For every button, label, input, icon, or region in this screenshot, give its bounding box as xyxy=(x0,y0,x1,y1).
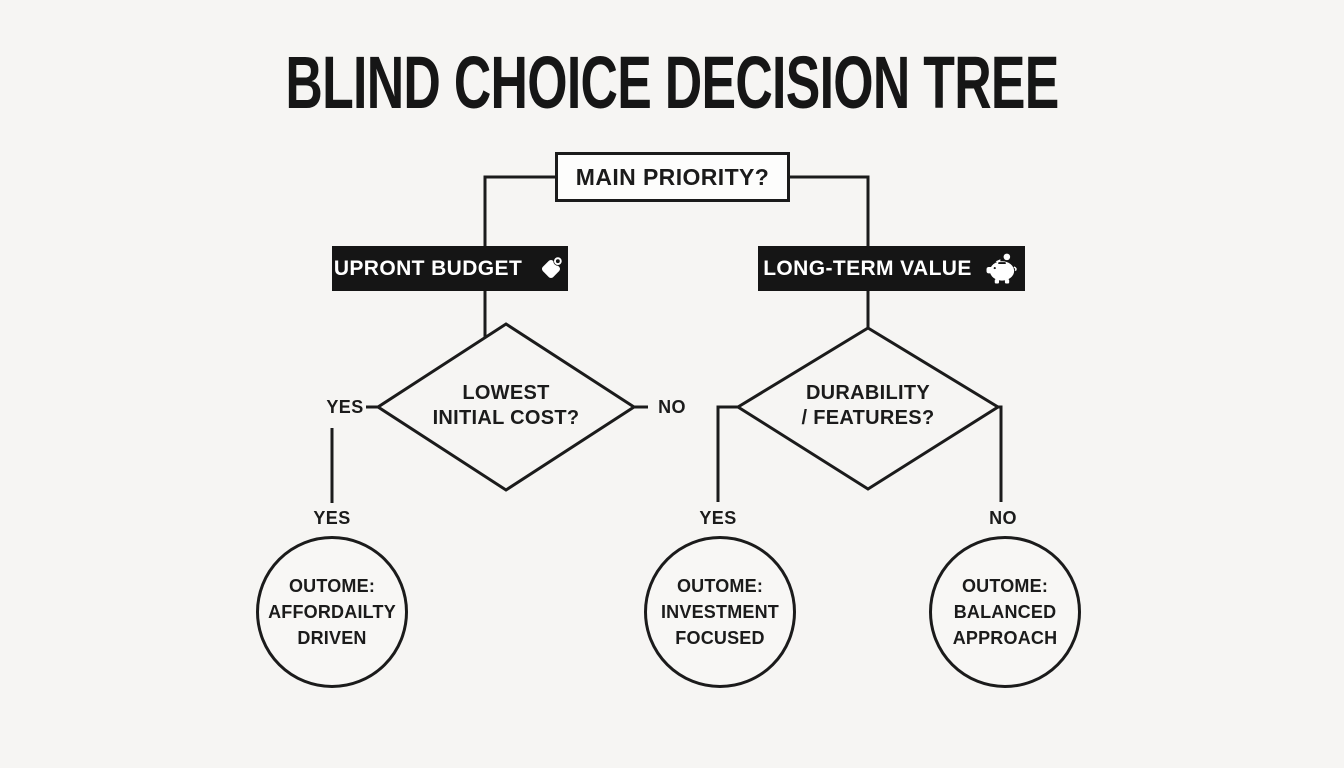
edge-root-to-left-branch xyxy=(483,175,555,246)
outcome-1-line3: DRIVEN xyxy=(297,628,367,648)
outcome-2-line2: INVESTMENT xyxy=(660,602,779,622)
decision-lowest-initial-cost-label: LOWEST INITIAL COST? xyxy=(396,381,616,431)
decision-right-line1: DURABILITY xyxy=(805,382,931,404)
decision-left-line1: LOWEST xyxy=(462,382,550,404)
edge-right-diamond-to-outcome-3 xyxy=(998,405,1003,502)
outcome-affordability-driven: OUTOME: AFFORDAILTY DRIVEN xyxy=(256,536,408,688)
branch-left-label: UPRONT BUDGET xyxy=(333,256,523,280)
label-outcome-2-yes: YES xyxy=(699,508,737,528)
node-long-term-value: LONG-TERM VALUE xyxy=(758,246,1025,291)
outcome-1-line2: AFFORDAILTY xyxy=(268,602,396,622)
outcome-1-line1: OUTOME: xyxy=(288,576,376,596)
label-left-diamond-yes: YES xyxy=(326,397,364,417)
outcome-3-line1: OUTOME: xyxy=(961,576,1049,596)
outcome-2-line3: FOCUSED xyxy=(675,628,765,648)
decision-durability-features-label: DURABILITY / FEATURES? xyxy=(758,381,978,431)
label-outcome-3-no: NO xyxy=(989,508,1017,528)
outcome-3-line2: BALANCED xyxy=(953,602,1057,622)
outcome-2-line1: OUTOME: xyxy=(676,576,764,596)
node-main-priority: MAIN PRIORITY? xyxy=(555,152,790,202)
label-outcome-1-yes: YES xyxy=(313,508,351,528)
decision-right-line2: / FEATURES? xyxy=(801,407,935,429)
outcome-3-line3: APPROACH xyxy=(952,628,1058,648)
decision-diamond-durability-features xyxy=(735,326,1001,491)
branch-right-label: LONG-TERM VALUE xyxy=(763,256,972,280)
edge-right-diamond-to-outcome-2 xyxy=(716,405,738,502)
node-upfront-budget: UPRONT BUDGET xyxy=(332,246,568,291)
decision-left-line2: INITIAL COST? xyxy=(432,407,580,429)
page-title: BLIND CHOICE DECISION TREE xyxy=(285,41,1059,124)
decision-diamond-lowest-initial-cost xyxy=(375,322,637,492)
piggy-bank-icon xyxy=(986,253,1017,284)
label-left-diamond-no: NO xyxy=(658,397,686,417)
price-tag-icon xyxy=(542,256,563,278)
outcome-investment-focused: OUTOME: INVESTMENT FOCUSED xyxy=(644,536,796,688)
edge-root-to-right-branch xyxy=(790,175,870,246)
outcome-balanced-approach: OUTOME: BALANCED APPROACH xyxy=(929,536,1081,688)
